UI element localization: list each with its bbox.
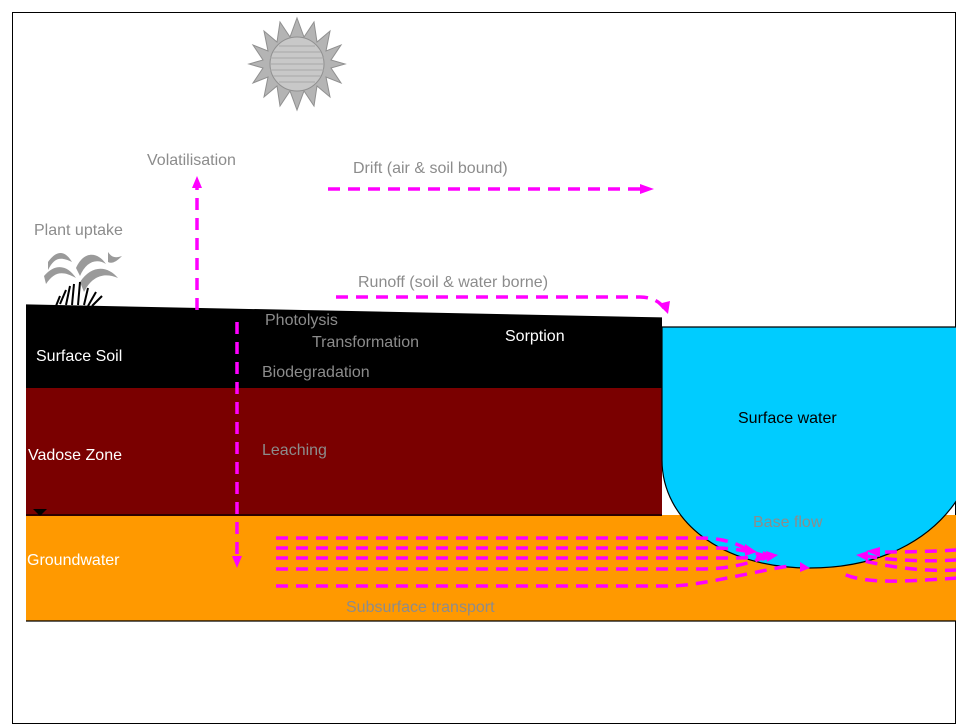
- volatilisation-arrow: [192, 176, 202, 310]
- photolysis-label: Photolysis: [265, 312, 338, 329]
- transformation-label: Transformation: [312, 334, 419, 351]
- plant-icon: [44, 252, 122, 307]
- volatilisation-label: Volatilisation: [147, 152, 236, 169]
- biodegradation-label: Biodegradation: [262, 364, 370, 381]
- groundwater-label: Groundwater: [27, 552, 120, 569]
- plant-uptake-label: Plant uptake: [34, 222, 123, 239]
- runoff-label: Runoff (soil & water borne): [358, 274, 548, 291]
- leaching-label: Leaching: [262, 442, 327, 459]
- sun-icon: [247, 16, 347, 112]
- surface-soil-layer: [26, 305, 662, 388]
- sorption-label: Sorption: [505, 328, 565, 345]
- runoff-arrow: [336, 295, 670, 314]
- subsurface-transport-label: Subsurface transport: [346, 599, 495, 616]
- surface-water-label: Surface water: [738, 410, 837, 427]
- water-table-marker-icon: [33, 509, 47, 516]
- vadose-zone-layer: [26, 386, 662, 516]
- surface-water-body: [661, 326, 956, 569]
- vadose-zone-label: Vadose Zone: [28, 447, 122, 464]
- base-flow-label: Base flow: [753, 514, 823, 531]
- surface-soil-label: Surface Soil: [36, 348, 122, 365]
- drift-label: Drift (air & soil bound): [353, 160, 508, 177]
- subsurface-transport-arrows: [276, 536, 956, 588]
- drift-arrow: [328, 184, 654, 194]
- ground-surface-line: [25, 304, 663, 319]
- leaching-arrow: [232, 322, 242, 568]
